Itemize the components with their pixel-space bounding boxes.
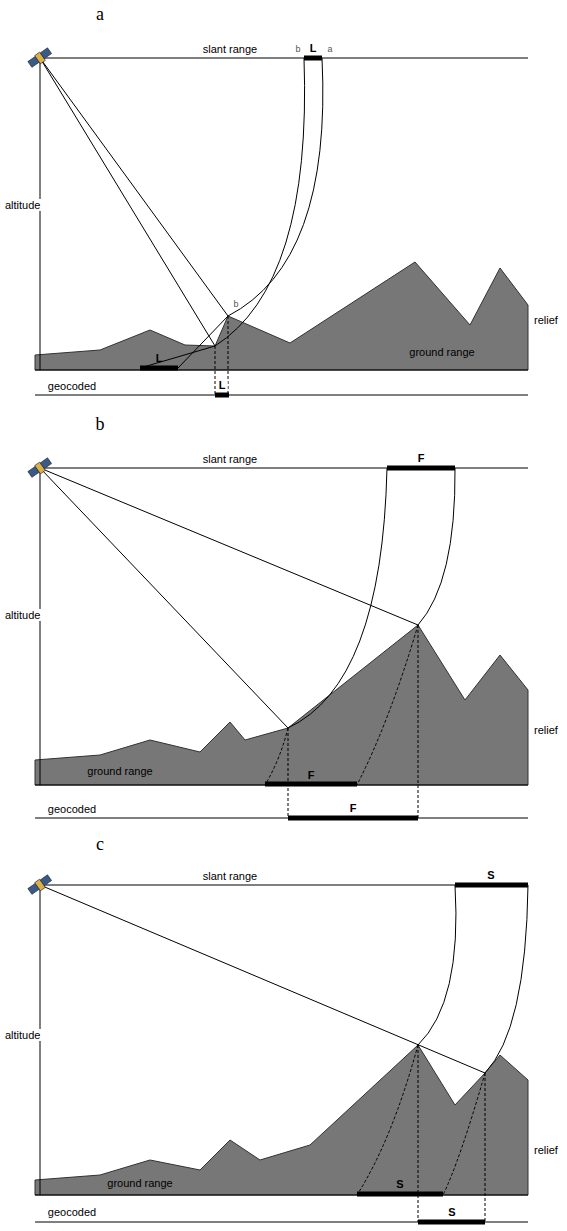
- geocoded-bar: [288, 816, 418, 821]
- relief-terrain: [35, 625, 528, 785]
- panel-letter: c: [96, 835, 104, 855]
- projection-line: [288, 728, 289, 818]
- projection-line: [418, 625, 419, 818]
- segment-label: F: [308, 769, 315, 781]
- axis-label: altitude: [3, 1029, 42, 1041]
- relief-terrain: [35, 262, 528, 370]
- axis-label: relief: [534, 314, 558, 326]
- geocoded-bar: [215, 393, 229, 398]
- radar-ray: [40, 58, 215, 346]
- ground-bar: [357, 1192, 443, 1197]
- ground-bar: [140, 366, 178, 371]
- altitude-line: [40, 468, 41, 785]
- range-arc-projection: [357, 1045, 418, 1195]
- radar-ray: [40, 885, 485, 1073]
- panel-c: [28, 875, 528, 1222]
- axis-label: relief: [534, 724, 558, 736]
- range-arc: [288, 468, 387, 728]
- axis-label: altitude: [3, 609, 42, 621]
- axis-label: geocoded: [46, 803, 98, 815]
- edge-point-label: b: [295, 45, 300, 55]
- ground-bar: [265, 782, 357, 787]
- ground-line: [35, 785, 528, 786]
- segment-label: F: [348, 802, 359, 814]
- slant-range-line: [40, 468, 528, 469]
- panel-a: [28, 48, 528, 395]
- projection-line: [215, 346, 216, 395]
- axis-label: ground range: [87, 765, 152, 777]
- range-arc: [140, 58, 305, 368]
- ground-line: [35, 370, 528, 371]
- axis-label: geocoded: [46, 380, 98, 392]
- radar-ray: [40, 468, 288, 728]
- segment-label: L: [310, 42, 317, 54]
- axis-label: ground range: [107, 1177, 172, 1189]
- axis-label: geocoded: [46, 1206, 98, 1218]
- range-arc-projection: [443, 1073, 485, 1195]
- panel-b: [28, 458, 528, 818]
- axis-label: slant range: [203, 453, 257, 465]
- axis-label: relief: [534, 1144, 558, 1156]
- axis-label: ground range: [409, 346, 474, 358]
- panel-letter: a: [96, 5, 104, 25]
- radar-ray: [40, 58, 228, 316]
- segment-label: S: [396, 1178, 403, 1190]
- range-arc: [418, 468, 455, 625]
- segment-label: S: [487, 869, 494, 881]
- range-arc: [178, 58, 323, 368]
- slant-bar: [304, 56, 322, 61]
- slant-bar: [455, 883, 528, 888]
- altitude-line: [40, 58, 41, 370]
- segment-label: S: [446, 1206, 457, 1218]
- segment-label: L: [156, 352, 163, 364]
- edge-point-label: b: [233, 300, 238, 310]
- geocoded-line: [35, 1222, 528, 1223]
- edge-point-label: a: [327, 45, 332, 55]
- range-arc-projection: [357, 625, 418, 785]
- range-arc: [485, 885, 528, 1073]
- relief-terrain: [35, 1045, 528, 1195]
- axis-label: slant range: [203, 43, 257, 55]
- panel-letter: b: [96, 415, 105, 435]
- segment-label: F: [418, 452, 425, 464]
- geocoded-bar: [418, 1220, 485, 1225]
- radar-ray: [40, 468, 418, 625]
- panel-b-part: [28, 458, 52, 477]
- ground-line: [35, 1195, 528, 1196]
- range-arc-projection: [265, 728, 288, 785]
- axis-label: altitude: [3, 199, 42, 211]
- projection-line: [485, 1073, 486, 1222]
- projection-line: [228, 316, 229, 395]
- range-arc: [418, 885, 456, 1045]
- panel-c-part: [28, 875, 52, 894]
- geocoded-line: [35, 818, 528, 819]
- geocoded-line: [35, 395, 528, 396]
- slant-range-line: [40, 58, 528, 59]
- panel-a-part: [28, 48, 52, 67]
- segment-label: L: [217, 379, 228, 391]
- axis-label: slant range: [203, 870, 257, 882]
- slant-bar: [387, 466, 455, 471]
